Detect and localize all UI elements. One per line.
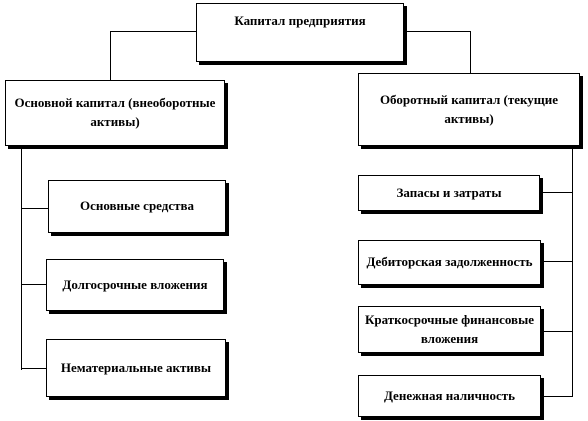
- intangible-assets-label: Нематериальные активы: [60, 359, 212, 375]
- receivables-node: Дебиторская задолженность: [358, 240, 541, 285]
- working-capital-node: Оборотный капитал (текущие активы): [358, 73, 580, 146]
- root-node-label: Капитал предприятия: [234, 13, 366, 28]
- fixed-capital-node: Основной капитал (внеоборотные активы): [5, 80, 225, 146]
- short-term-investments-label: Краткосрочные финансовые вложения: [364, 311, 535, 346]
- long-term-investments-node: Долгосрочные вложения: [46, 259, 224, 311]
- root-node: Капитал предприятия: [196, 3, 404, 62]
- intangible-assets-node: Нематериальные активы: [46, 339, 226, 397]
- receivables-label: Дебиторская задолженность: [366, 254, 533, 270]
- connector-root-left: [110, 31, 197, 80]
- fixed-assets-node: Основные средства: [48, 180, 226, 233]
- working-capital-label: Оборотный капитал (текущие активы): [379, 91, 559, 126]
- long-term-investments-label: Долгосрочные вложения: [62, 276, 208, 292]
- inventories-label: Запасы и затраты: [396, 184, 502, 200]
- inventories-node: Запасы и затраты: [358, 175, 540, 211]
- cash-label: Денежная наличность: [383, 387, 516, 403]
- fixed-assets-label: Основные средства: [79, 198, 195, 214]
- cash-node: Денежная наличность: [358, 375, 541, 417]
- fixed-capital-label: Основной капитал (внеоборотные активы): [14, 95, 216, 129]
- connector-root-right: [405, 31, 471, 73]
- short-term-investments-node: Краткосрочные финансовые вложения: [358, 306, 541, 353]
